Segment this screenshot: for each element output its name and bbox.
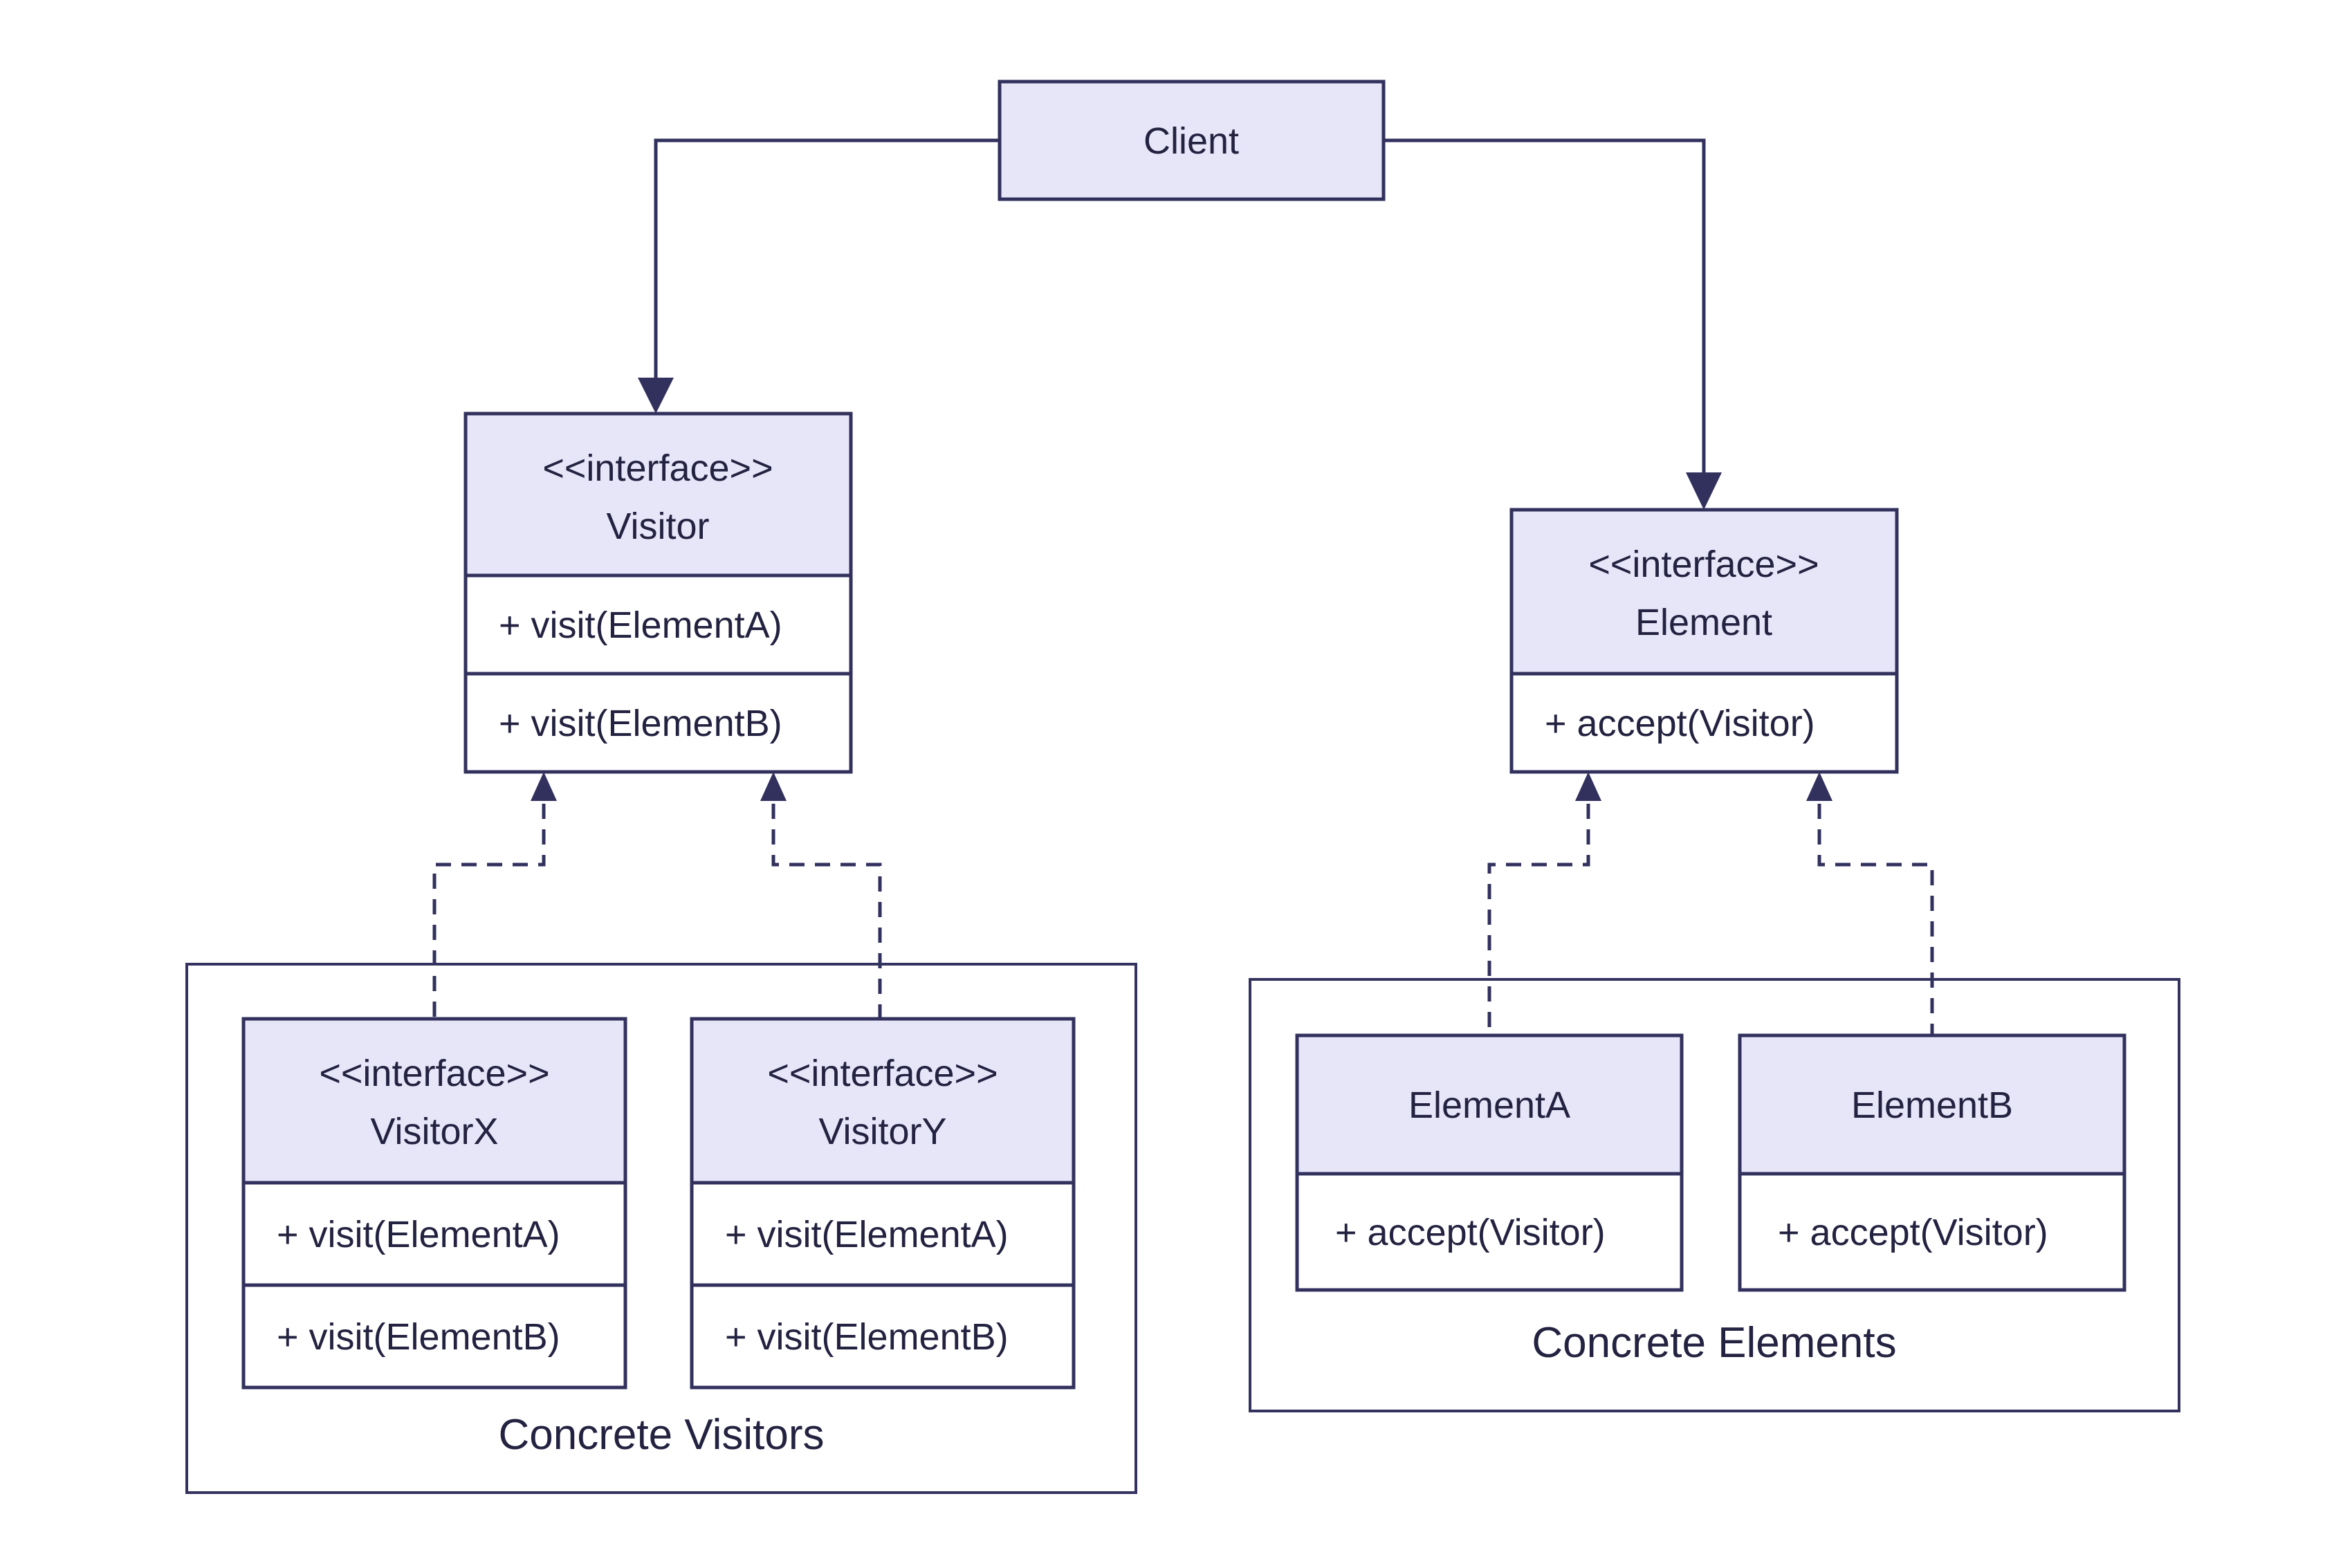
client-to-visitor-arrowhead xyxy=(638,378,674,414)
element-method-accept-visitor: + accept(Visitor) xyxy=(1545,703,1815,744)
elementb-realization-connector xyxy=(1817,804,1934,1034)
visitory-realization-arrowhead xyxy=(760,772,787,801)
visitory-method-row-1 xyxy=(690,1181,1076,1287)
visitor-name: Visitor xyxy=(606,506,709,547)
visitor-stereotype: <<interface>> xyxy=(542,448,773,489)
visitorx-header-rect xyxy=(241,1017,627,1185)
elementa-method-row xyxy=(1295,1172,1684,1292)
elementa-realization-arrowhead xyxy=(1575,772,1601,801)
visitorx-method-row-1 xyxy=(241,1181,627,1287)
visitorx-realization-connector xyxy=(432,804,546,1017)
elementb-box: ElementB + accept(Visitor) xyxy=(1738,1033,2126,1292)
elementa-name: ElementA xyxy=(1408,1085,1570,1126)
concrete-elements-container xyxy=(1249,978,2180,1412)
visitorx-method-visit-elementa: + visit(ElementA) xyxy=(277,1214,560,1255)
visitory-method-visit-elementa: + visit(ElementA) xyxy=(725,1214,1009,1255)
element-name: Element xyxy=(1635,602,1772,643)
element-header-rect xyxy=(1509,508,1899,676)
elementa-realization-connector xyxy=(1487,804,1590,1034)
visitor-method-row-2 xyxy=(463,672,853,774)
elementa-method-accept-visitor: + accept(Visitor) xyxy=(1335,1212,1606,1253)
visitory-realization-connector xyxy=(771,804,882,1017)
visitory-method-row-2 xyxy=(690,1283,1076,1390)
elementa-header-rect xyxy=(1295,1033,1684,1176)
elementb-method-row xyxy=(1738,1172,2126,1292)
client-to-element-arrowhead xyxy=(1686,472,1722,510)
client-box-rect xyxy=(998,80,1386,201)
visitory-method-visit-elementb: + visit(ElementB) xyxy=(725,1316,1009,1358)
visitory-name: VisitorY xyxy=(818,1111,946,1152)
visitorx-name: VisitorX xyxy=(370,1111,498,1152)
visitorx-box: <<interface>> VisitorX + visit(ElementA)… xyxy=(241,1017,627,1390)
concrete-visitors-label: Concrete Visitors xyxy=(499,1411,825,1459)
concrete-visitors-container xyxy=(185,963,1137,1494)
visitory-box: <<interface>> VisitorY + visit(ElementA)… xyxy=(690,1017,1076,1390)
element-method-row xyxy=(1509,672,1899,774)
visitor-interface-box: <<interface>> Visitor + visit(ElementA) … xyxy=(463,412,853,774)
elementb-realization-arrowhead xyxy=(1806,772,1832,801)
element-stereotype: <<interface>> xyxy=(1588,544,1819,585)
concrete-elements-label: Concrete Elements xyxy=(1532,1319,1896,1367)
client-to-element-connector xyxy=(1381,138,1706,472)
visitorx-stereotype: <<interface>> xyxy=(319,1053,549,1094)
visitorx-realization-arrowhead xyxy=(531,772,557,801)
client-box: Client xyxy=(998,80,1386,201)
visitorx-method-visit-elementb: + visit(ElementB) xyxy=(277,1316,560,1358)
visitorx-method-row-2 xyxy=(241,1283,627,1390)
visitory-header-rect xyxy=(690,1017,1076,1185)
visitor-method-visit-elementb: + visit(ElementB) xyxy=(499,703,782,744)
client-to-visitor-connector xyxy=(654,138,1003,378)
client-label: Client xyxy=(1143,120,1239,162)
visitor-header-rect xyxy=(463,412,853,578)
visitory-stereotype: <<interface>> xyxy=(767,1053,998,1094)
visitor-method-visit-elementa: + visit(ElementA) xyxy=(499,605,782,646)
elementb-header-rect xyxy=(1738,1033,2126,1176)
element-interface-box: <<interface>> Element + accept(Visitor) xyxy=(1509,508,1899,774)
elementb-name: ElementB xyxy=(1851,1085,2013,1126)
elementb-method-accept-visitor: + accept(Visitor) xyxy=(1778,1212,2048,1253)
elementa-box: ElementA + accept(Visitor) xyxy=(1295,1033,1684,1292)
